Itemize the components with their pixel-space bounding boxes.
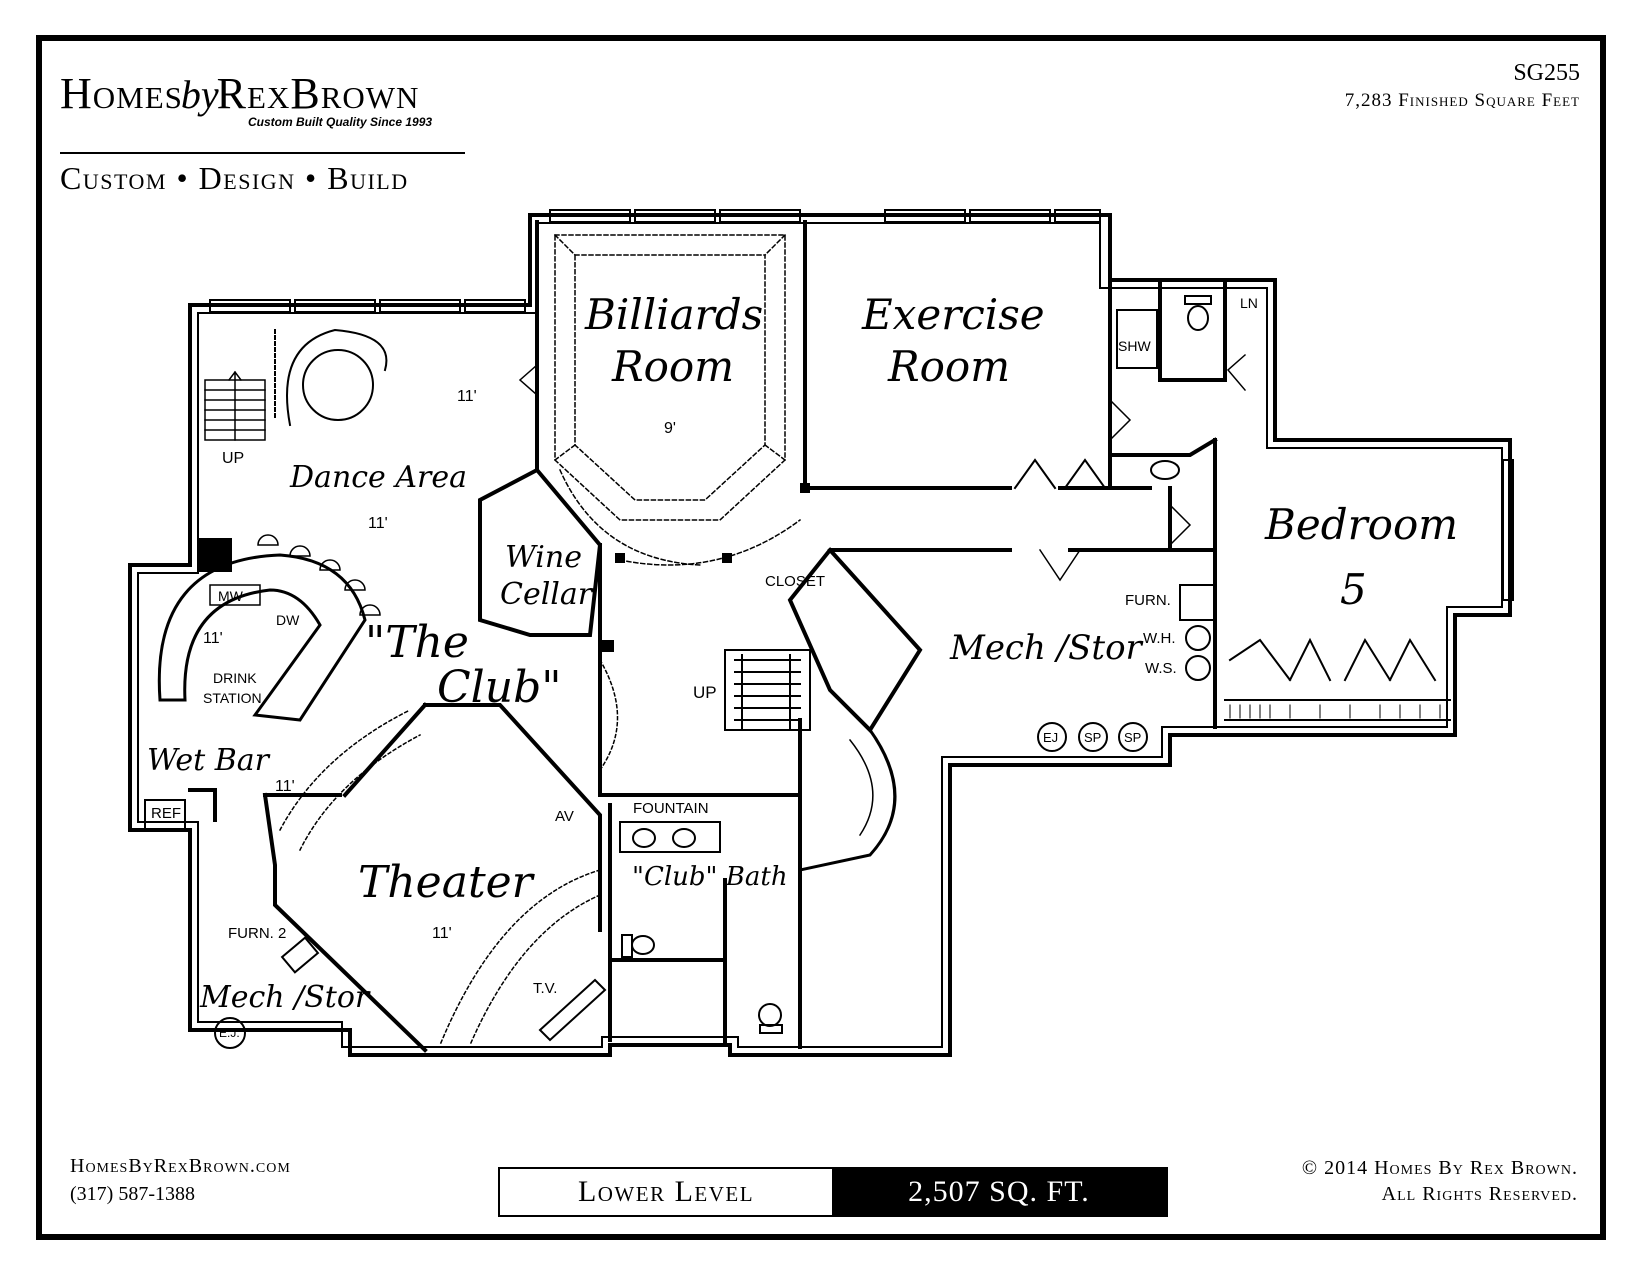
- logo-homes: Homes: [60, 69, 183, 118]
- billiards-ceiling: [553, 233, 802, 566]
- label-wine-1: Wine: [505, 540, 582, 575]
- phone-number: (317) 587-1388: [70, 1183, 195, 1205]
- copyright-line-2: All Rights Reserved.: [1381, 1183, 1578, 1205]
- label-wh: W.H.: [1143, 630, 1176, 647]
- bar-counter: [157, 553, 367, 722]
- copyright: © 2014 Homes By Rex Brown. All Rights Re…: [1302, 1155, 1578, 1207]
- label-tv: T.V.: [533, 980, 558, 997]
- logo-tagline: Custom Built Quality Since 1993: [248, 115, 433, 129]
- label-the-club-1: "The: [365, 617, 469, 668]
- mech-equipment: [144, 584, 1216, 1049]
- label-mech-stor-left: Mech /Stor: [200, 980, 370, 1015]
- label-bedroom-2: 5: [1340, 565, 1367, 614]
- label-dance-ceiling: 11': [368, 515, 388, 532]
- bedroom-closet: [1224, 637, 1451, 721]
- label-theater: Theater: [358, 857, 533, 908]
- wine-cellar-column: [602, 640, 614, 652]
- label-sp-1: SP: [1084, 730, 1102, 745]
- bar-stools: [257, 534, 381, 616]
- logo-services: Custom • Design • Build: [60, 160, 409, 196]
- label-billiards-1: Billiards: [585, 290, 764, 339]
- stair-up-main: [724, 649, 897, 872]
- logo-divider: [60, 152, 465, 154]
- logo-wordmark: HomesbyRexBrown: [60, 68, 419, 119]
- bath-fixtures: [619, 295, 1212, 1034]
- label-ej-2: E.J.: [219, 1026, 240, 1040]
- label-dance-ceiling-top: 11': [457, 388, 477, 405]
- exercise-doors: [1013, 458, 1107, 490]
- label-closet: CLOSET: [765, 573, 826, 590]
- label-ln: LN: [1240, 295, 1258, 311]
- label-ws: W.S.: [1145, 660, 1177, 677]
- label-dance-area: Dance Area: [290, 460, 467, 495]
- label-ref: REF: [151, 805, 181, 822]
- stair-up-left: [204, 370, 266, 441]
- label-up-left: UP: [222, 450, 245, 467]
- label-av: AV: [555, 808, 574, 825]
- label-dw: DW: [276, 612, 300, 628]
- copyright-line-1: © 2014 Homes By Rex Brown.: [1301, 1157, 1578, 1179]
- label-sp-2: SP: [1124, 730, 1142, 745]
- level-banner: Lower Level 2,507 SQ. FT.: [498, 1167, 1168, 1217]
- theater-tv: [538, 978, 607, 1042]
- label-mw: MW: [218, 588, 243, 604]
- logo-rexbrown: RexBrown: [216, 69, 420, 118]
- label-billiards-2: Room: [612, 342, 735, 391]
- level-area: 2,507 SQ. FT.: [832, 1169, 1166, 1215]
- plan-id: SG255: [1513, 60, 1580, 86]
- label-furn-2: FURN. 2: [228, 925, 287, 942]
- theater-seating: [278, 708, 601, 1046]
- logo-by: by: [180, 72, 219, 117]
- label-the-club-2: Club": [437, 662, 562, 713]
- doors: [518, 353, 1247, 772]
- company-logo: HomesbyRexBrown Custom Built Quality Sin…: [60, 68, 470, 198]
- label-ej: EJ: [1043, 730, 1059, 745]
- label-up-center: UP: [693, 683, 717, 702]
- label-exercise-2: Room: [888, 342, 1011, 391]
- plan-finished-sqft: 7,283 Finished Square Feet: [1344, 90, 1580, 111]
- label-furn: FURN.: [1125, 592, 1171, 609]
- label-bedroom-1: Bedroom: [1265, 500, 1459, 549]
- level-name: Lower Level: [577, 1175, 755, 1208]
- label-wine-2: Cellar: [500, 577, 593, 612]
- label-theater-ceiling: 11': [432, 925, 452, 942]
- exterior-wall: [128, 213, 1512, 1057]
- contact-info: HomesByRexBrown.com (317) 587-1388: [70, 1152, 291, 1208]
- label-bar-ceiling: 11': [203, 630, 223, 647]
- label-shw: SHW: [1118, 338, 1151, 354]
- spiral-stair: [274, 328, 388, 427]
- label-exercise-1: Exercise: [862, 290, 1045, 339]
- exterior-wall-inner: [137, 222, 1503, 1048]
- label-drink-2: STATION: [203, 690, 262, 706]
- sheet-border: [36, 35, 1606, 1240]
- label-wet-bar: Wet Bar: [147, 743, 270, 778]
- label-club-bath: "Club" Bath: [632, 862, 788, 892]
- label-drink-1: DRINK: [213, 670, 257, 686]
- label-billiards-ceiling: 9': [664, 420, 676, 437]
- furnace-2: [280, 936, 320, 974]
- billiards-column-l: [615, 553, 625, 563]
- website-link[interactable]: HomesByRexBrown.com: [70, 1155, 291, 1177]
- interior-walls: [188, 220, 1227, 1053]
- label-wet-bar-ceiling: 11': [275, 778, 295, 795]
- windows: [209, 209, 1514, 601]
- billiards-column-b: [722, 553, 732, 563]
- billiards-column-r: [800, 483, 810, 493]
- label-mech-stor-right: Mech /Stor: [950, 628, 1142, 668]
- label-fountain: FOUNTAIN: [633, 800, 709, 817]
